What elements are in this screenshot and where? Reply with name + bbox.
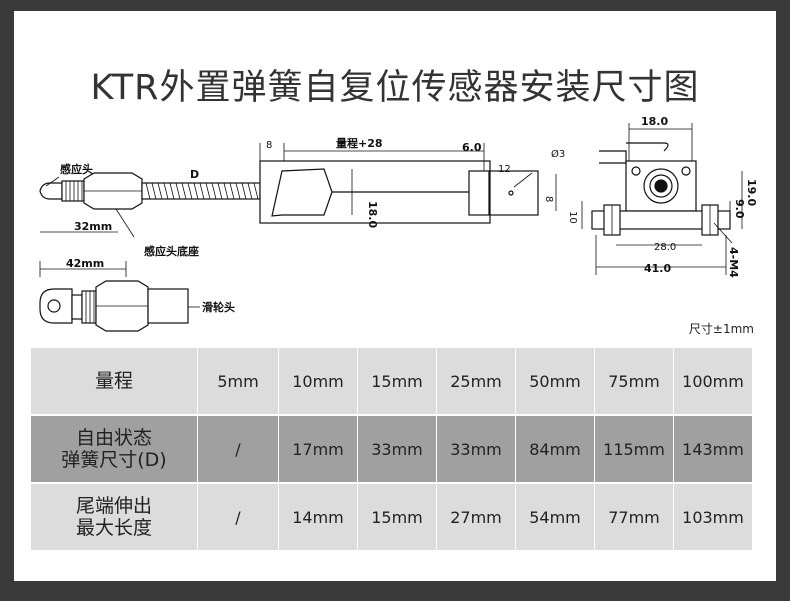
label-sensor-head: 感应头 bbox=[60, 162, 93, 176]
table-cell: 15mm bbox=[358, 484, 436, 550]
table-cell: 33mm bbox=[358, 416, 436, 482]
table-cell: 25mm bbox=[437, 348, 515, 414]
label-32mm: 32mm bbox=[74, 220, 112, 233]
table-cell: 33mm bbox=[437, 416, 515, 482]
dim-range-plus-28: 量程+28 bbox=[336, 136, 383, 150]
table-cell: 75mm bbox=[595, 348, 673, 414]
sensor-side-view bbox=[39, 143, 557, 238]
table-cell: 84mm bbox=[516, 416, 594, 482]
table-cell: 77mm bbox=[595, 484, 673, 550]
installation-drawing: 感应头 D 32mm 感应头底座 42mm 滑轮头 8 量程+28 6.0 12… bbox=[39, 115, 758, 332]
table-cell: 103mm bbox=[674, 484, 752, 550]
dim-8-right: 8 bbox=[543, 196, 554, 202]
row-header: 量程 bbox=[31, 348, 197, 414]
label-sensor-base: 感应头底座 bbox=[144, 244, 199, 258]
dim-41: 41.0 bbox=[644, 262, 671, 275]
dim-8-left: 8 bbox=[266, 140, 272, 151]
page-title: KTR外置弹簧自复位传感器安装尺寸图 bbox=[90, 68, 700, 108]
dim-9: 9.0 bbox=[733, 199, 746, 219]
table-cell: 54mm bbox=[516, 484, 594, 550]
table-cell: 50mm bbox=[516, 348, 594, 414]
dim-10: 10 bbox=[567, 211, 578, 224]
pulley-head-view bbox=[39, 261, 200, 332]
dim-4m4: 4-M4 bbox=[727, 247, 740, 278]
dim-6: 6.0 bbox=[462, 141, 482, 154]
tolerance-note: 尺寸±1mm bbox=[688, 322, 754, 336]
row-header: 尾端伸出 最大长度 bbox=[31, 484, 197, 550]
table-cell: 100mm bbox=[674, 348, 752, 414]
dim-hole: Ø3 bbox=[551, 148, 565, 160]
dim-18-vertical: 18.0 bbox=[366, 201, 379, 228]
dim-12: 12 bbox=[498, 164, 511, 175]
table-cell: 10mm bbox=[279, 348, 357, 414]
dim-19: 19.0 bbox=[745, 179, 758, 206]
dim-18-top: 18.0 bbox=[641, 115, 668, 128]
label-pulley-head: 滑轮头 bbox=[202, 300, 235, 314]
table-cell: 115mm bbox=[595, 416, 673, 482]
mount-front-view bbox=[581, 123, 743, 275]
table-cell: / bbox=[198, 484, 278, 550]
dim-28: 28.0 bbox=[654, 242, 676, 253]
table-cell: 27mm bbox=[437, 484, 515, 550]
spec-sheet: KTR外置弹簧自复位传感器安装尺寸图 bbox=[14, 11, 776, 581]
table-cell: 17mm bbox=[279, 416, 357, 482]
table-cell: / bbox=[198, 416, 278, 482]
label-d: D bbox=[190, 168, 199, 181]
table-cell: 143mm bbox=[674, 416, 752, 482]
table-cell: 15mm bbox=[358, 348, 436, 414]
table-cell: 5mm bbox=[198, 348, 278, 414]
row-header: 自由状态 弹簧尺寸(D) bbox=[31, 416, 197, 482]
label-42mm: 42mm bbox=[66, 257, 104, 270]
table-cell: 14mm bbox=[279, 484, 357, 550]
